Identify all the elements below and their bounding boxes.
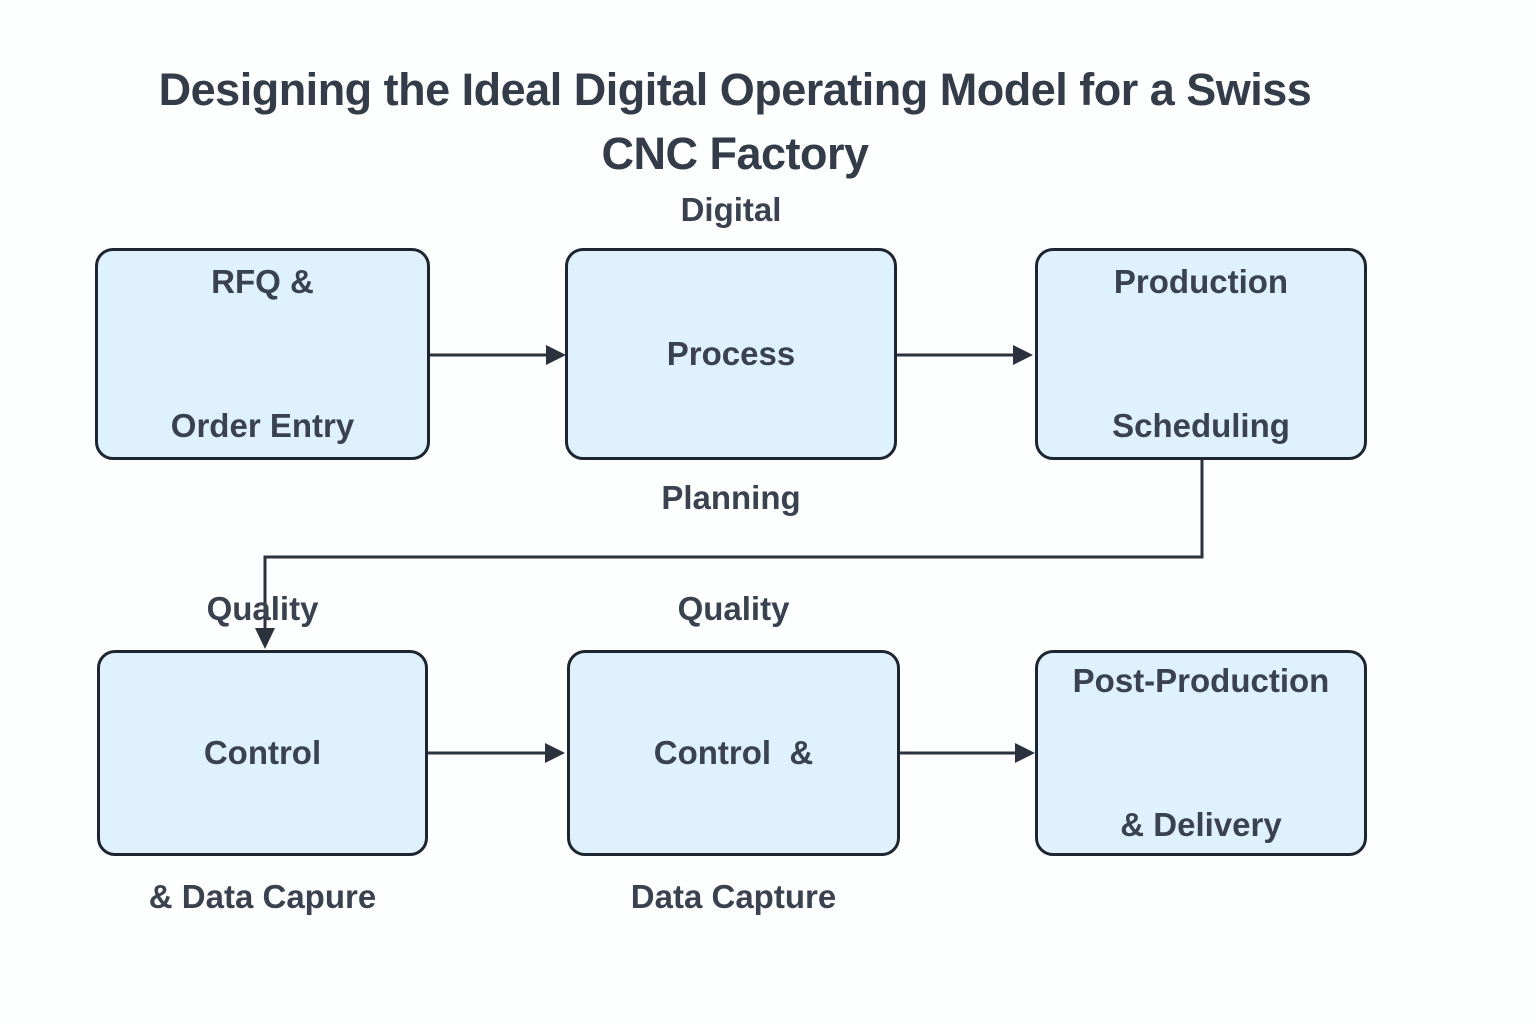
arrow-quality2-to-delivery (900, 743, 1035, 763)
node-label-line: Production (1113, 263, 1289, 300)
node-label-line: Quality (206, 590, 319, 627)
node-label-line: Data Capture (630, 878, 837, 915)
node-label: Post-Production & Delivery (1073, 561, 1330, 945)
arrow-scheduling-to-quality-elbow (255, 460, 1204, 649)
node-rfq-order-entry: RFQ & Order Entry (95, 248, 430, 460)
node-production-scheduling: Production Scheduling (1035, 248, 1367, 460)
node-label-line: Control (203, 734, 322, 771)
node-label-line: & Data Capure (148, 878, 377, 915)
arrow-rfq-to-planning (430, 345, 566, 365)
node-label-line: Planning (661, 479, 801, 516)
diagram-title-line-1: Designing the Ideal Digital Operating Mo… (158, 64, 1312, 115)
node-label-line: RFQ & (211, 263, 314, 300)
diagram-title-line-2: CNC Factory (601, 128, 869, 179)
node-label-line: Scheduling (1112, 407, 1290, 444)
node-label-line: & Delivery (1120, 806, 1282, 843)
node-label-line: Digital (680, 191, 782, 228)
node-label: RFQ & Order Entry (171, 162, 354, 546)
node-label-line: Post-Production (1072, 662, 1330, 699)
node-label-line: Control & (653, 734, 814, 771)
node-post-production-delivery: Post-Production & Delivery (1035, 650, 1367, 856)
node-quality-control-data-capure: Quality Control & Data Capure (97, 590, 428, 915)
node-quality-control-data-capture: Quality Control & Data Capture (567, 590, 900, 915)
diagram-title: Designing the Ideal Digital Operating Mo… (20, 58, 1450, 186)
arrow-quality1-to-quality2 (428, 743, 565, 763)
node-label: Quality Control & Data Capture (631, 489, 836, 1017)
node-label: Quality Control & Data Capure (149, 489, 376, 1017)
node-label: Production Scheduling (1112, 162, 1290, 546)
arrow-planning-to-scheduling (897, 345, 1033, 365)
node-label-line: Process (666, 335, 796, 372)
node-digital-process-planning: Digital Process Planning (565, 191, 897, 516)
node-label-line: Order Entry (170, 407, 355, 444)
node-label-line: Quality (677, 590, 790, 627)
node-label: Digital Process Planning (661, 90, 800, 618)
